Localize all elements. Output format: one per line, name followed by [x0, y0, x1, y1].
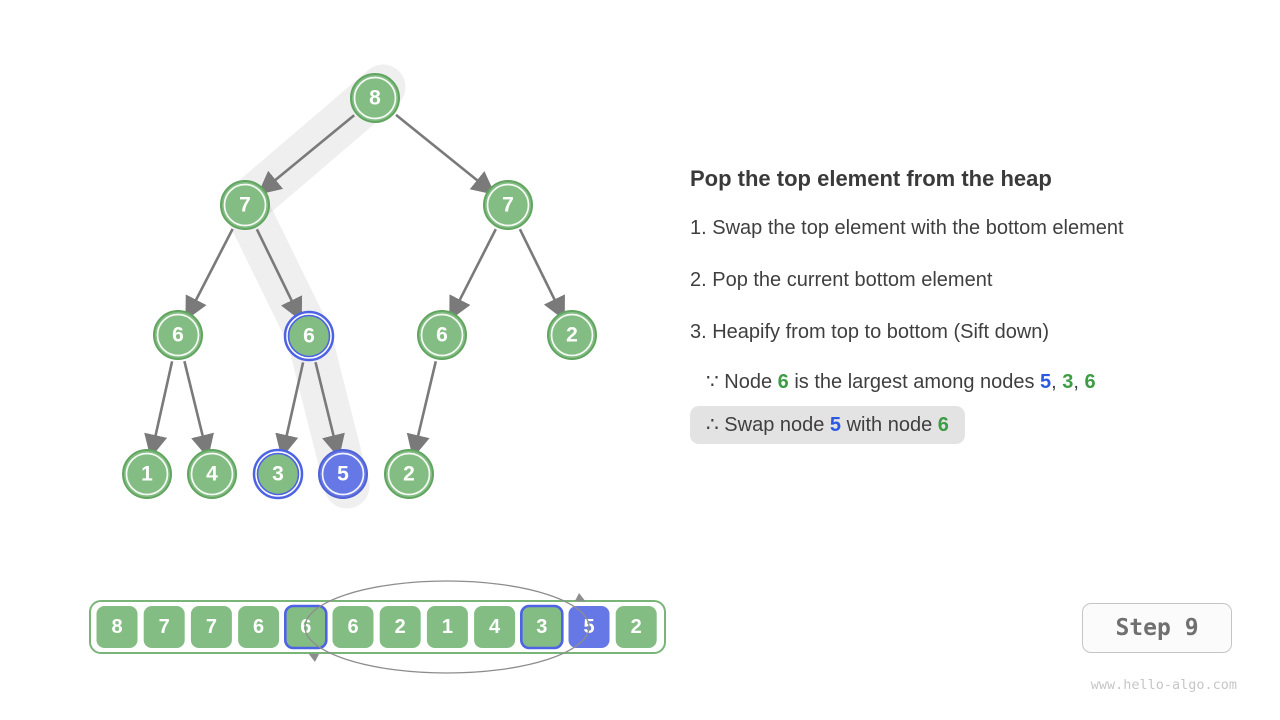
because-node-6-green: 6	[777, 371, 789, 393]
tree-node-value: 2	[403, 463, 415, 486]
tree-node-3-highlighted: 3	[252, 448, 304, 500]
array-cell-highlighted	[283, 604, 328, 650]
because-node-3-green: 3	[1062, 371, 1074, 393]
tree-node-7-left: 7	[220, 180, 270, 230]
because-text: ,	[1051, 371, 1063, 393]
array-cell-value: 1	[442, 616, 453, 638]
edge-7L-6b	[255, 228, 303, 322]
edge-6b-5	[314, 361, 345, 459]
tree-node-6-highlighted: 6	[283, 310, 335, 362]
array-cell-value: 6	[253, 616, 264, 638]
array-cell-value: 2	[631, 616, 642, 638]
tree-node-value: 3	[272, 463, 284, 486]
tree-node-1: 1	[122, 449, 172, 499]
edge-7L-6a	[185, 228, 234, 321]
tree-node-2-right: 2	[547, 310, 597, 360]
panel-because-line: ∵ Node 6 is the largest among nodes 5, 3…	[706, 370, 1096, 394]
panel-step-1: 1. Swap the top element with the bottom …	[690, 217, 1124, 239]
array-cell	[190, 606, 232, 648]
swap-arrowhead-left-icon	[308, 653, 320, 663]
therefore-text: with node	[841, 414, 938, 436]
edge-6a-1	[144, 361, 174, 459]
array-cell	[426, 606, 468, 648]
array-cell	[96, 606, 138, 648]
array-cell-value: 2	[395, 616, 406, 638]
panel-title: Pop the top element from the heap	[690, 166, 1052, 191]
because-node-5-blue: 5	[1040, 371, 1052, 393]
step-badge[interactable]: Step 9	[1082, 603, 1232, 653]
array-cell-value: 6	[347, 616, 358, 638]
tree-node-value: 7	[502, 194, 514, 217]
array-cell	[615, 606, 657, 648]
tree-node-6-mid-right: 6	[417, 310, 467, 360]
tree-node-value: 6	[303, 325, 315, 348]
tree-node-value: 1	[141, 463, 153, 486]
tree-node-6-left: 6	[153, 310, 203, 360]
array-cell-value: 8	[111, 616, 122, 638]
array-cell-value: 3	[536, 616, 547, 638]
therefore-text: ∴ Swap node	[706, 414, 830, 436]
edge-8-7R	[395, 113, 496, 195]
therefore-node-6-green: 6	[937, 414, 949, 436]
swap-arrow-ellipse	[304, 580, 590, 674]
array-cell-value: 4	[489, 616, 501, 638]
tree-node-value: 2	[566, 324, 578, 347]
tree-node-root-8: 8	[350, 73, 400, 123]
watermark: www.hello-algo.com	[1090, 677, 1237, 693]
panel-step-2: 2. Pop the current bottom element	[690, 269, 993, 291]
edge-6a-4	[183, 360, 214, 459]
because-text: ,	[1073, 371, 1085, 393]
tree-node-5-selected: 5	[318, 449, 368, 499]
edge-7R-6c	[449, 228, 497, 321]
edge-6c-2b	[406, 360, 438, 459]
swap-arrowhead-right-icon	[574, 592, 586, 602]
heap-array: 8 7 7 6 6 6 2 1 4 3 5 2	[89, 580, 666, 674]
edge-7R-2a	[518, 228, 565, 321]
array-cell-value: 6	[300, 616, 311, 638]
array-cell-value: 7	[159, 616, 170, 638]
tree-node-7-right: 7	[483, 180, 533, 230]
tree-edges	[144, 113, 565, 459]
tree-node-4: 4	[187, 449, 237, 499]
array-cell	[143, 606, 185, 648]
tree-node-value: 6	[172, 324, 184, 347]
tree-node-value: 7	[239, 194, 251, 217]
tree-node-value: 4	[206, 463, 218, 486]
tree-node-2-leaf: 2	[384, 449, 434, 499]
tree-node-value: 6	[436, 324, 448, 347]
array-cell	[332, 606, 374, 648]
tree-node-value: 5	[337, 463, 349, 486]
array-cell-highlighted	[519, 604, 564, 650]
tree-node-value: 8	[369, 87, 381, 110]
edge-8-7L	[257, 114, 356, 195]
edge-6b-3	[275, 362, 305, 459]
because-text: ∵ Node	[706, 371, 778, 393]
because-text: is the largest among nodes	[788, 371, 1041, 393]
array-cell	[379, 606, 421, 648]
panel-therefore-box: ∴ Swap node 5 with node 6	[690, 406, 965, 444]
because-node-6b-green: 6	[1084, 371, 1096, 393]
array-cell	[238, 606, 280, 648]
panel-step-3: 3. Heapify from top to bottom (Sift down…	[690, 321, 1050, 343]
therefore-node-5-blue: 5	[829, 414, 842, 436]
array-cell	[474, 606, 516, 648]
array-cell-value: 7	[206, 616, 217, 638]
